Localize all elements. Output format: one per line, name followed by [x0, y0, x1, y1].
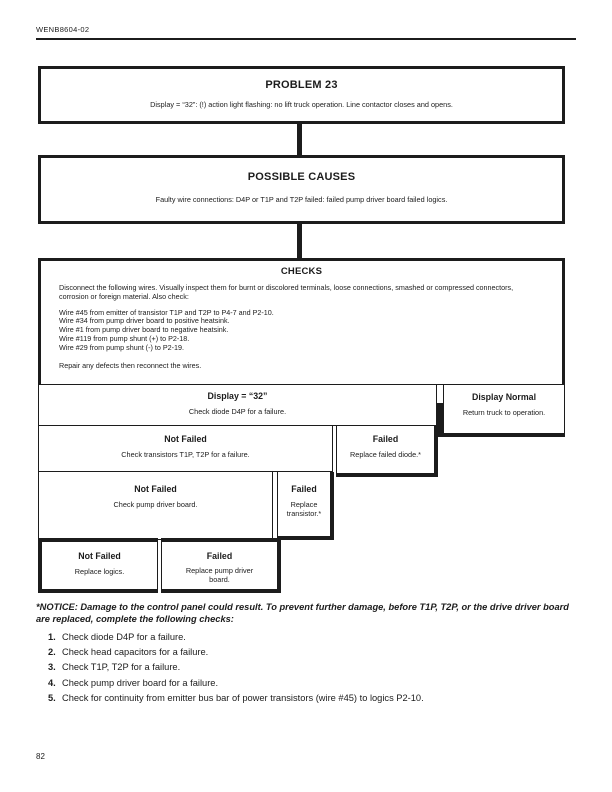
wire-item: Wire #119 from pump shunt (+) to P2-18.: [59, 333, 190, 343]
flow-display-normal-title: Display Normal: [471, 392, 537, 402]
connector-problem-causes: [297, 124, 302, 155]
wire-item: Wire #1 from pump driver board to negati…: [59, 325, 229, 335]
checklist-item: 1. Check diode D4P for a failure.: [48, 632, 424, 643]
checklist-item: 4. Check pump driver board for a failure…: [48, 677, 424, 689]
flow-check-transistors-box: Not Failed Check transistors T1P, T2P fo…: [38, 426, 333, 472]
flow-display32-body: Check diode D4P for a failure.: [188, 407, 287, 416]
flow-check-transistors-title: Not Failed: [164, 434, 207, 444]
flow-display-normal-body: Return truck to operation.: [462, 408, 546, 417]
flow-replace-diode-title: Failed: [372, 434, 399, 444]
problem-description: Display = “32”: (!) action light flashin…: [150, 100, 453, 109]
flow-replace-pump-board-body: Replace pump driver board.: [185, 566, 254, 584]
notice-text: *NOTICE: Damage to the control panel cou…: [36, 602, 569, 624]
flow-replace-transistor-title: Failed: [291, 484, 317, 494]
problem-title: PROBLEM 23: [265, 79, 338, 91]
notice-checklist: 1. Check diode D4P for a failure. 2. Che…: [48, 632, 424, 709]
checks-outro: Repair any defects then reconnect the wi…: [59, 360, 202, 370]
possible-causes-description: Faulty wire connections: D4P or T1P and …: [155, 195, 448, 204]
checklist-item-text: Check pump driver board for a failure.: [62, 677, 219, 688]
checklist-item-text: Check for continuity from emitter bus ba…: [62, 692, 424, 703]
flow-replace-diode-box: Failed Replace failed diode.*: [336, 426, 438, 477]
flow-replace-diode-body: Replace failed diode.*: [350, 450, 421, 459]
wire-item: Wire #29 from pump shunt (-) to P2-19.: [59, 342, 185, 352]
checklist-item-text: Check diode D4P for a failure.: [62, 632, 186, 642]
checklist-item: 2. Check head capacitors for a failure.: [48, 648, 424, 658]
checklist-item: 3. Check T1P, T2P for a failure.: [48, 663, 424, 673]
flow-display32-title: Display = “32”: [207, 391, 268, 401]
possible-causes-box: POSSIBLE CAUSES Faulty wire connections:…: [38, 155, 565, 224]
checklist-item-number: 3.: [48, 662, 56, 673]
checklist-item: 5. Check for continuity from emitter bus…: [48, 692, 424, 704]
checks-intro: Disconnect the following wires. Visually…: [59, 283, 514, 301]
flow-replace-pump-board-box: Failed Replace pump driver board.: [161, 538, 281, 593]
problem-box: PROBLEM 23 Display = “32”: (!) action li…: [38, 66, 565, 124]
checklist-item-number: 1.: [48, 632, 56, 642]
flow-replace-transistor-box: Failed Replace transistor.*: [277, 472, 334, 540]
flow-replace-pump-board-title: Failed: [206, 551, 233, 561]
checks-box: CHECKS Disconnect the following wires. V…: [38, 258, 565, 385]
flow-display32-box: Display = “32” Check diode D4P for a fai…: [38, 385, 437, 426]
page-number: 82: [36, 752, 45, 761]
checklist-item-number: 4.: [48, 677, 56, 688]
flow-check-pump-board-box: Not Failed Check pump driver board.: [38, 472, 273, 540]
flow-replace-logics-title: Not Failed: [78, 551, 121, 561]
wire-item: Wire #45 from emitter of transistor T1P …: [59, 307, 274, 317]
flow-check-transistors-body: Check transistors T1P, T2P for a failure…: [121, 450, 250, 459]
wire-item: Wire #34 from pump driver board to posit…: [59, 316, 230, 326]
checks-title: CHECKS: [280, 266, 323, 277]
flow-replace-transistor-body: Replace transistor.*: [286, 500, 322, 518]
flow-check-pump-board-title: Not Failed: [134, 484, 177, 494]
header-rule: [36, 38, 576, 40]
checklist-item-text: Check head capacitors for a failure.: [62, 647, 209, 658]
checklist-item-number: 5.: [48, 692, 56, 703]
checklist-item-text: Check T1P, T2P for a failure.: [62, 662, 181, 673]
possible-causes-title: POSSIBLE CAUSES: [247, 171, 356, 183]
connector-causes-checks: [297, 224, 302, 258]
doc-number: WENB8604-02: [36, 25, 90, 34]
connector-display-normal: [437, 403, 443, 437]
flow-replace-logics-box: Not Failed Replace logics.: [38, 538, 158, 593]
flow-replace-logics-body: Replace logics.: [74, 567, 125, 576]
checklist-item-number: 2.: [48, 647, 56, 658]
checks-wire-list: Wire #45 from emitter of transistor T1P …: [59, 307, 562, 353]
flow-check-pump-board-body: Check pump driver board.: [113, 500, 198, 509]
flow-display-normal-box: Display Normal Return truck to operation…: [443, 385, 565, 437]
